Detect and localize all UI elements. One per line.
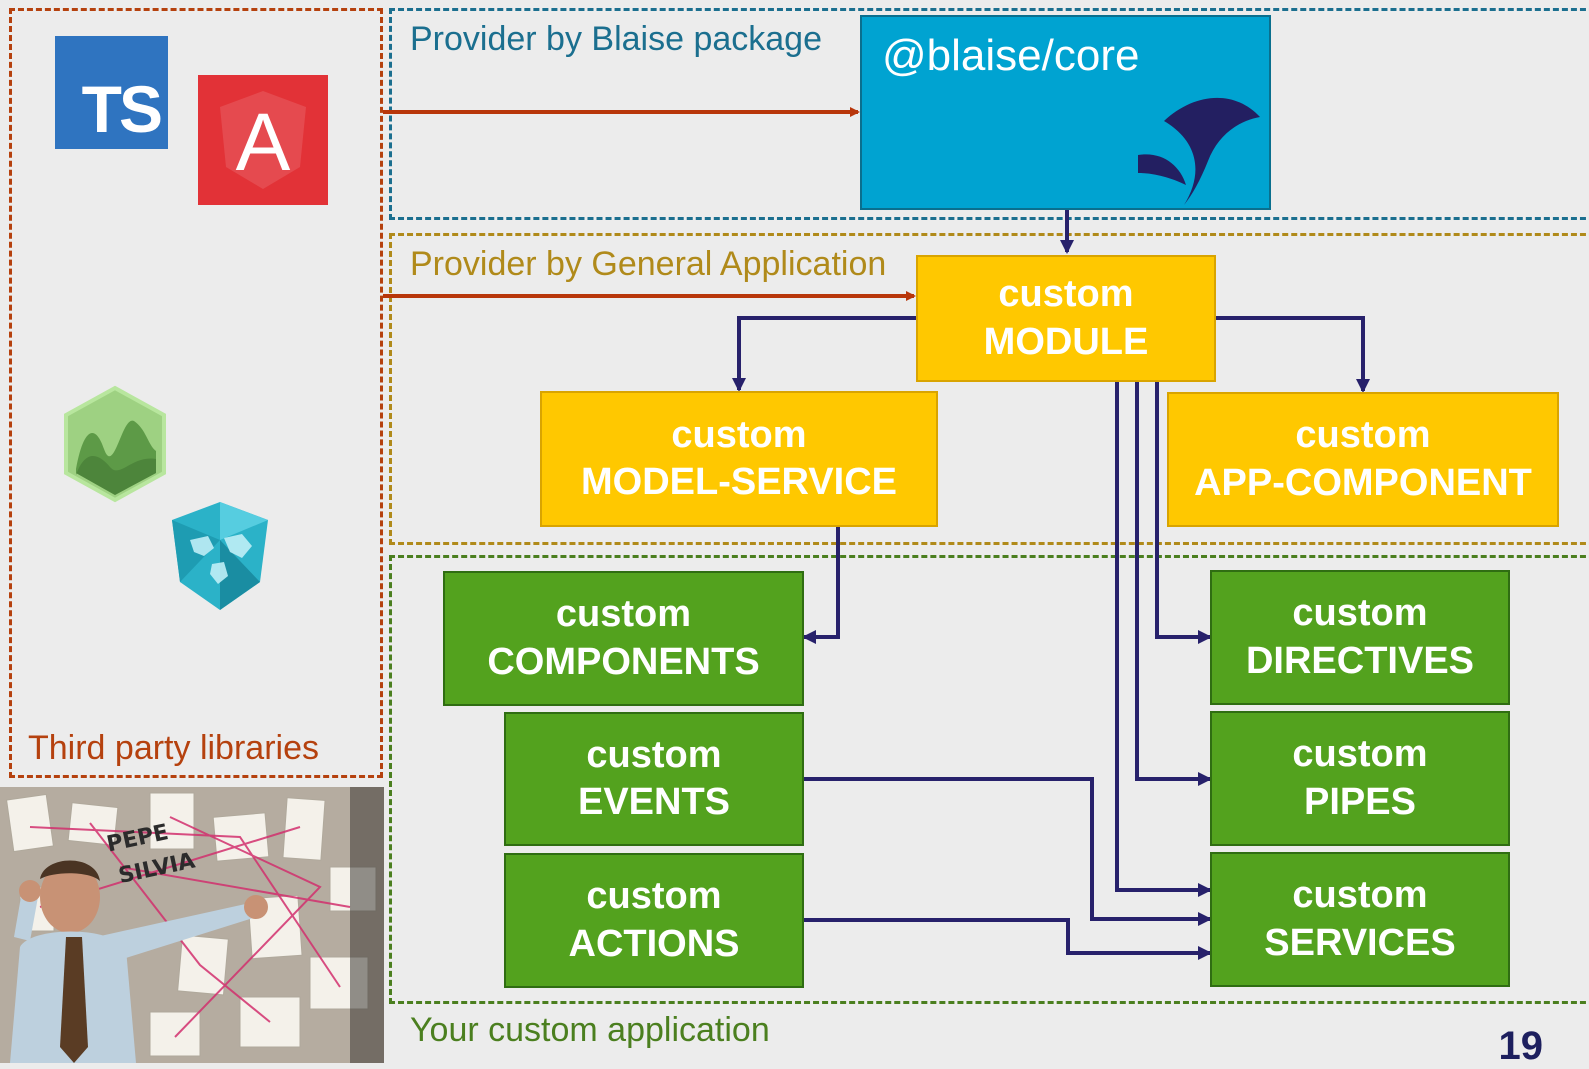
directives-line2: DIRECTIVES	[1245, 639, 1475, 682]
module-line1: custom	[998, 273, 1134, 315]
model-service-to-components-arrow	[802, 527, 840, 644]
custom-directives-node: custom DIRECTIVES	[1210, 570, 1510, 705]
components-line1: custom	[555, 593, 692, 635]
components-line2: COMPONENTS	[487, 640, 760, 683]
angular-shield-icon: A	[220, 91, 306, 189]
actions-line1: custom	[586, 875, 722, 917]
module-to-app-component-arrow	[1215, 316, 1370, 393]
blaise-logo-icon	[1138, 97, 1260, 205]
app-component-line2: APP-COMPONENT	[1194, 461, 1532, 504]
general-zone-label: Provider by General Application	[410, 245, 887, 283]
events-to-services-arrow	[804, 777, 1212, 926]
module-to-pipes-arrow	[1135, 381, 1212, 786]
typescript-logo: TS	[55, 36, 168, 149]
module-line2: MODULE	[983, 320, 1149, 363]
custom-app-component-node: custom APP-COMPONENT	[1167, 392, 1559, 527]
custom-actions-node: custom ACTIONS	[504, 853, 804, 988]
events-line2: EVENTS	[577, 781, 731, 823]
model-service-line2: MODEL-SERVICE	[580, 461, 897, 503]
page-number: 19	[1498, 1024, 1544, 1068]
custom-model-service-node: custom MODEL-SERVICE	[540, 391, 938, 527]
app-component-line1: custom	[1295, 414, 1431, 456]
actions-line2: ACTIONS	[568, 922, 740, 965]
custom-events-node: custom EVENTS	[504, 712, 804, 846]
angular-logo: A	[198, 75, 328, 205]
actions-to-services-arrow	[804, 918, 1212, 960]
module-to-services-arrow	[1115, 381, 1212, 897]
third-party-zone	[9, 8, 383, 778]
model-service-line1: custom	[671, 413, 807, 456]
angular-logo-text: A	[236, 97, 291, 188]
custom-module-node: custom MODULE	[916, 255, 1216, 382]
pipes-line2: PIPES	[1304, 780, 1416, 823]
chart-library-logo	[64, 385, 166, 503]
services-line1: custom	[1292, 874, 1428, 916]
third-party-label: Third party libraries	[28, 729, 319, 767]
directives-line1: custom	[1292, 592, 1428, 634]
custom-app-label: Your custom application	[410, 1011, 770, 1049]
custom-services-node: custom SERVICES	[1210, 852, 1510, 987]
module-to-directives-arrow	[1155, 381, 1212, 644]
custom-application-zone	[389, 555, 1589, 1004]
module-to-model-service-arrow	[732, 316, 917, 392]
blaise-zone-label: Provider by Blaise package	[410, 20, 823, 58]
blaise-core-box: @blaise/core	[860, 15, 1271, 210]
custom-pipes-node: custom PIPES	[1210, 711, 1510, 846]
map-library-logo	[172, 502, 268, 610]
events-line1: custom	[586, 733, 722, 776]
pipes-line1: custom	[1292, 733, 1428, 775]
general-application-zone	[389, 233, 1589, 545]
services-line2: SERVICES	[1264, 921, 1456, 964]
typescript-logo-text: TS	[81, 72, 163, 146]
custom-components-node: custom COMPONENTS	[443, 571, 804, 706]
blaise-core-label: @blaise/core	[882, 31, 1140, 80]
conspiracy-board-image: PEPE SILVIA	[0, 787, 384, 1063]
